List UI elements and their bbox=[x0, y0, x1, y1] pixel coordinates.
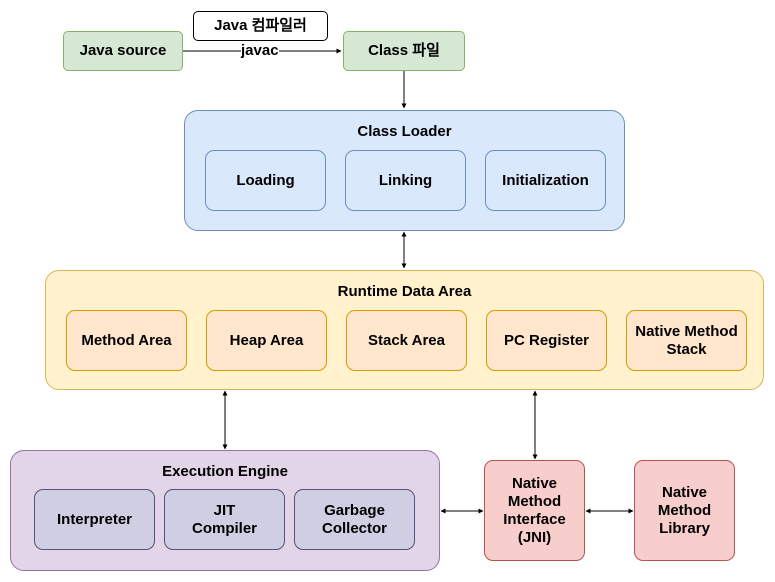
java-source-label: Java source bbox=[79, 42, 167, 59]
linking-label: Linking bbox=[378, 171, 433, 189]
class-file-label: Class 파일 bbox=[368, 42, 440, 59]
method-area-label: Method Area bbox=[81, 331, 172, 349]
linking-node: Linking bbox=[345, 150, 466, 211]
garbage-collector-node: Garbage Collector bbox=[294, 489, 415, 550]
class-loader-title: Class Loader bbox=[357, 123, 452, 140]
native-method-stack-label: Native Method Stack bbox=[635, 322, 738, 358]
heap-area-label: Heap Area bbox=[229, 331, 304, 349]
java-compiler-node: Java 컴파일러 bbox=[193, 11, 328, 41]
jit-compiler-node: JIT Compiler bbox=[164, 489, 285, 550]
initialization-label: Initialization bbox=[502, 171, 589, 189]
stack-area-node: Stack Area bbox=[346, 310, 467, 371]
jit-compiler-label: JIT Compiler bbox=[191, 501, 257, 537]
loading-node: Loading bbox=[205, 150, 326, 211]
java-compiler-label: Java 컴파일러 bbox=[214, 17, 307, 34]
pc-register-node: PC Register bbox=[486, 310, 607, 371]
loading-label: Loading bbox=[236, 171, 295, 189]
runtime-data-area-title: Runtime Data Area bbox=[337, 283, 472, 300]
heap-area-node: Heap Area bbox=[206, 310, 327, 371]
interpreter-node: Interpreter bbox=[34, 489, 155, 550]
initialization-node: Initialization bbox=[485, 150, 606, 211]
native-method-stack-node: Native Method Stack bbox=[626, 310, 747, 371]
method-area-node: Method Area bbox=[66, 310, 187, 371]
interpreter-label: Interpreter bbox=[56, 510, 133, 528]
jni-node: Native Method Interface (JNI) bbox=[484, 460, 585, 561]
javac-edge-label: javac bbox=[241, 42, 279, 60]
garbage-collector-label: Garbage Collector bbox=[321, 501, 387, 537]
native-library-node: Native Method Library bbox=[634, 460, 735, 561]
execution-engine-title: Execution Engine bbox=[162, 463, 288, 480]
class-file-node: Class 파일 bbox=[343, 31, 465, 71]
stack-area-label: Stack Area bbox=[368, 331, 445, 349]
jni-label: Native Method Interface (JNI) bbox=[503, 474, 566, 546]
native-library-label: Native Method Library bbox=[657, 483, 712, 537]
java-source-node: Java source bbox=[63, 31, 183, 71]
pc-register-label: PC Register bbox=[503, 331, 590, 349]
